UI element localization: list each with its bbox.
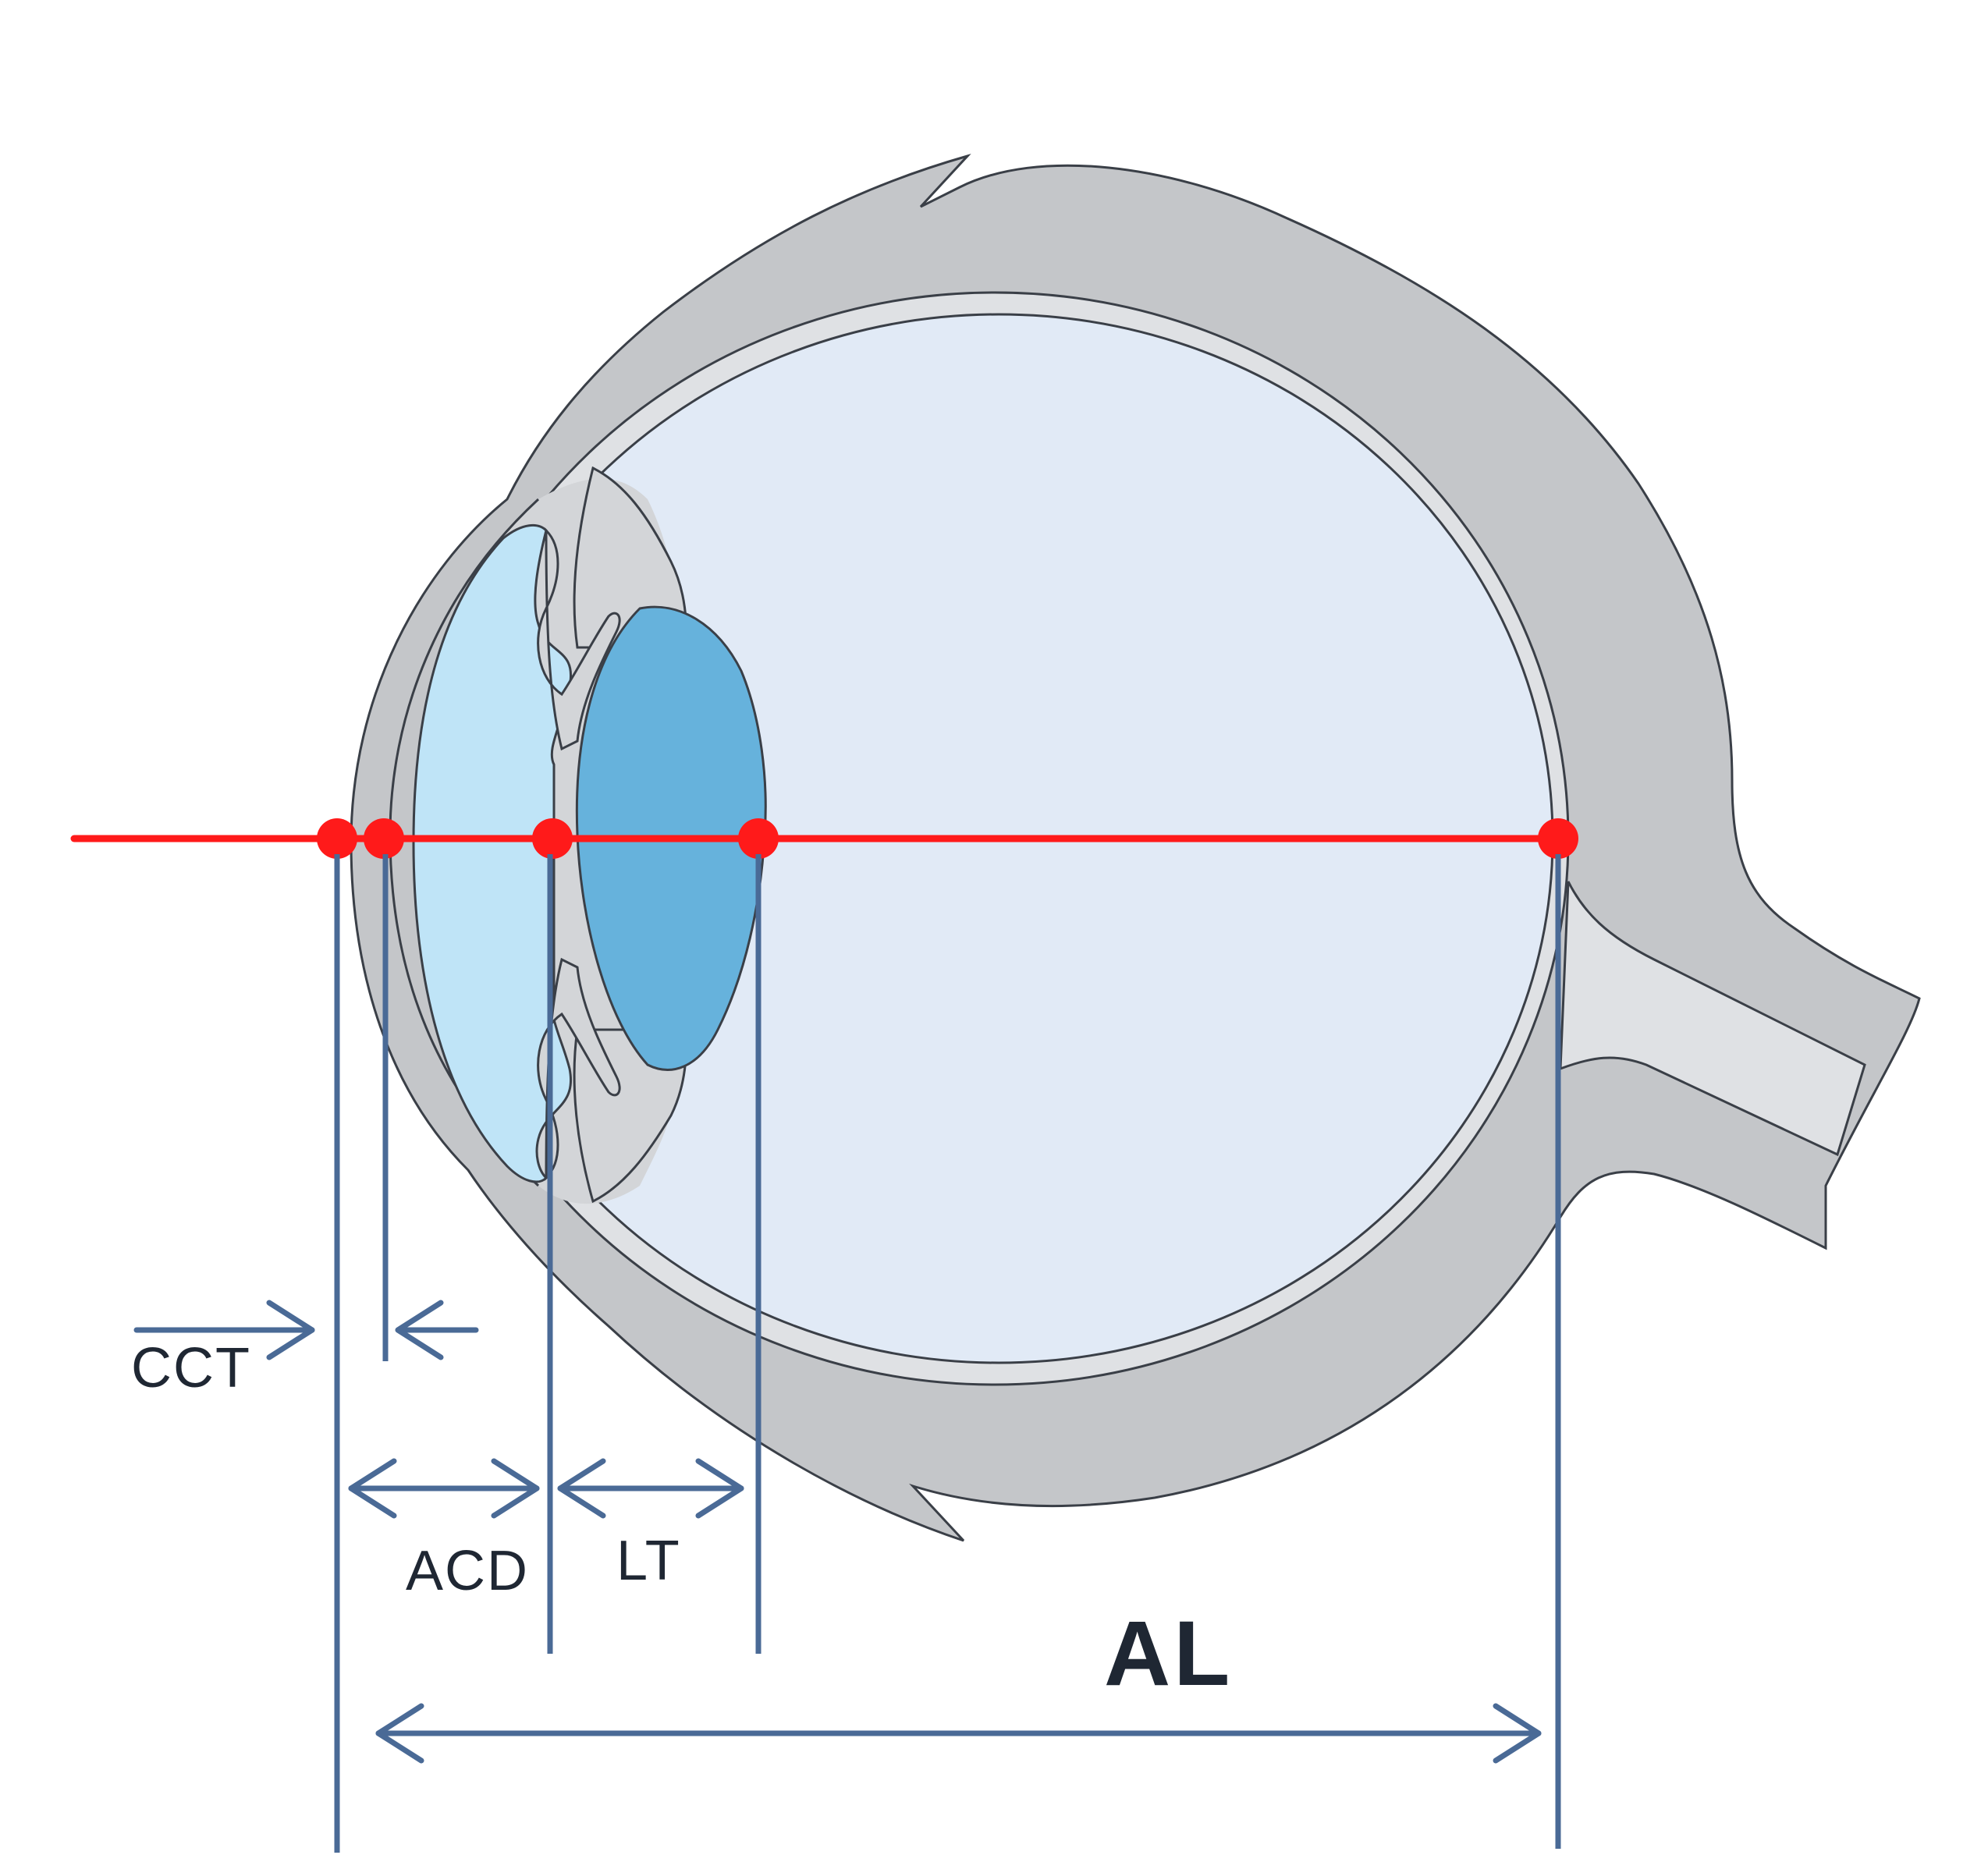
acd-label: ACD xyxy=(406,1540,529,1602)
anterior-chamber xyxy=(412,523,573,1183)
corneal-posterior-point xyxy=(364,818,404,859)
corneal-anterior-point xyxy=(317,818,357,859)
iris-upper xyxy=(537,527,621,751)
retina-point xyxy=(1538,818,1578,859)
iris-lower xyxy=(537,957,621,1181)
lt-label: LT xyxy=(616,1530,681,1592)
optic-nerve xyxy=(1559,877,1866,1157)
cct-arrow-right xyxy=(133,1300,315,1360)
al-arrow xyxy=(375,1703,1542,1764)
acd-arrow xyxy=(348,1458,540,1519)
lt-arrow xyxy=(557,1458,744,1519)
lens-anterior-point xyxy=(532,818,573,859)
cct-arrow-left xyxy=(395,1300,479,1360)
lens-posterior-point xyxy=(738,818,779,859)
al-label: AL xyxy=(1104,1602,1233,1705)
cct-label: CCT xyxy=(131,1337,251,1399)
